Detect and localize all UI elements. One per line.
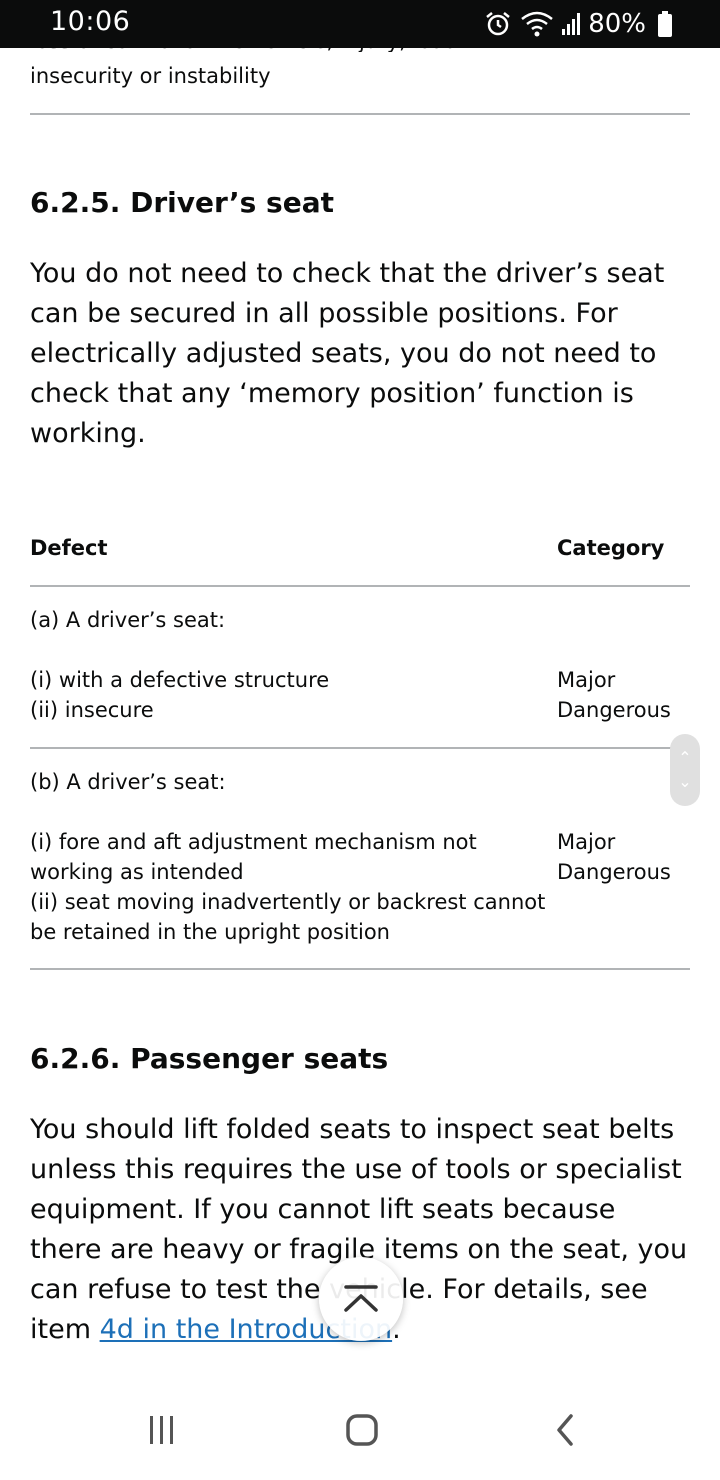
battery-icon [658, 11, 672, 37]
recent-apps-icon [150, 1416, 173, 1444]
row-item: (ii) seat moving inadvertently or backre… [30, 890, 546, 914]
row-category: Dangerous [557, 860, 671, 884]
back-to-top-button[interactable] [319, 1257, 403, 1341]
back-icon [557, 1414, 573, 1446]
navigation-bar [0, 1380, 720, 1480]
row-category: Major [557, 830, 616, 854]
row-item: working as intended [30, 860, 244, 884]
arrow-up-to-top-icon [344, 1285, 378, 1312]
home-icon [346, 1414, 378, 1446]
drivers-seat-paragraph: You do not need to check that the driver… [30, 258, 665, 449]
table-row-divider [30, 747, 690, 749]
table-header-category: Category [557, 536, 665, 560]
row-item: be retained in the upright position [30, 920, 390, 944]
previous-text: insecurity or instability [30, 64, 271, 88]
row-title: (b) A driver’s seat: [30, 770, 226, 794]
chevron-up-icon: ⌃ [678, 748, 692, 767]
divider [30, 113, 690, 115]
table-header-divider [30, 585, 690, 587]
section-heading-drivers-seat: 6.2.5. Driver’s seat [30, 186, 334, 219]
table-header-defect: Defect [30, 536, 108, 560]
passenger-seats-paragraph: You should lift folded seats to inspect … [30, 1114, 688, 1345]
back-button[interactable] [545, 1410, 585, 1450]
status-bar: 10:06 80% [0, 0, 720, 48]
status-time: 10:06 [50, 6, 131, 37]
signal-icon [562, 13, 581, 35]
section-heading-passenger-seats: 6.2.6. Passenger seats [30, 1042, 389, 1075]
row-item: (ii) insecure [30, 698, 154, 722]
chevron-down-icon: ⌄ [678, 772, 692, 791]
wifi-icon [521, 11, 553, 37]
row-category: Major [557, 668, 616, 692]
battery-percent: 80% [588, 9, 646, 39]
status-icons: 80% [484, 8, 672, 40]
row-category: Dangerous [557, 698, 671, 722]
table-row-divider [30, 968, 690, 970]
row-title: (a) A driver’s seat: [30, 608, 226, 632]
row-item: (i) fore and aft adjustment mechanism no… [30, 830, 477, 854]
recent-apps-button[interactable] [142, 1410, 182, 1450]
alarm-icon [486, 12, 510, 36]
home-button[interactable] [342, 1410, 382, 1450]
row-item: (i) with a defective structure [30, 668, 330, 692]
scrollbar-thumb[interactable]: ⌃ ⌄ [670, 734, 700, 806]
